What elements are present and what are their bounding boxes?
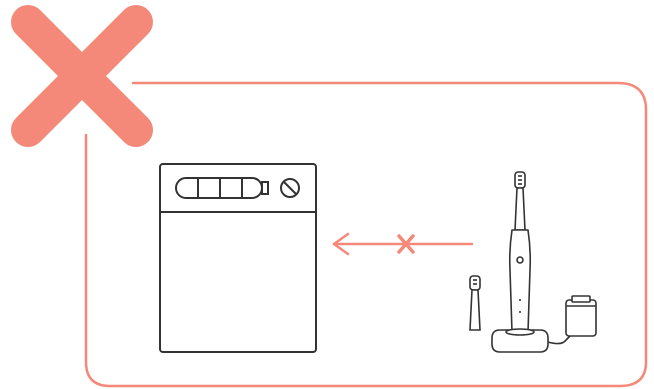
spare-brush-head-icon	[470, 276, 480, 330]
washer-dryer-appliance-icon	[160, 164, 316, 352]
charging-base-icon	[492, 329, 572, 352]
power-adapter-icon	[566, 296, 596, 336]
electric-toothbrush-icon	[510, 172, 531, 332]
left-arrow-icon	[334, 234, 472, 254]
prohibited-x-icon	[28, 22, 136, 130]
